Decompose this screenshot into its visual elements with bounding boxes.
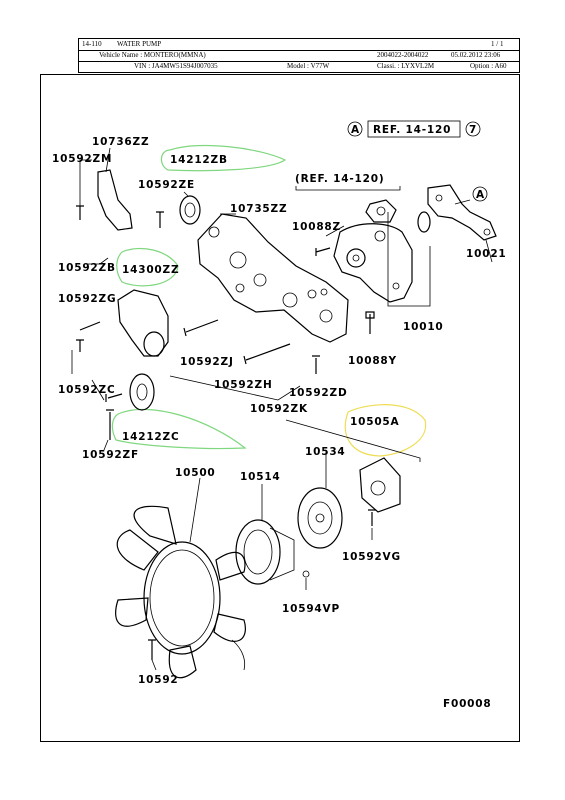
arrow-a — [454, 199, 471, 205]
o-ring — [417, 211, 431, 233]
highlight-14212zb — [160, 144, 287, 172]
part-label-10088z: 10088Z — [292, 221, 341, 233]
part-label-10592zh: 10592ZH — [214, 379, 273, 391]
idler-14212zb — [179, 195, 201, 225]
part-label-10534: 10534 — [305, 446, 346, 458]
ref-num-circle — [465, 121, 481, 137]
leader-10505a — [285, 419, 421, 462]
bolt-10592ze — [156, 211, 164, 228]
section-code: 14-110 — [82, 40, 102, 48]
part-label-14212zb: 14212ZB — [170, 154, 228, 166]
page-indicator: 1 / 1 — [491, 40, 504, 48]
part-label-10088y: 10088Y — [348, 355, 397, 367]
idler-14212zc — [129, 373, 155, 411]
classi: Classi. : LYXVL2M — [377, 62, 435, 70]
bolt-10592zf — [106, 409, 114, 440]
model: Model : V77W — [287, 62, 330, 70]
fan-10500 — [115, 505, 246, 679]
highlight-14300zz — [116, 247, 179, 287]
part-label-10594vp: 10594VP — [282, 603, 340, 615]
ref-box-number: 7 — [469, 124, 477, 136]
ref-a-small-circle — [472, 186, 488, 202]
part-label-10592vg: 10592VG — [342, 551, 401, 563]
ref-a-small-letter: A — [476, 189, 485, 201]
option: Option : A60 — [470, 62, 507, 70]
bolt-10592 — [148, 639, 156, 660]
ref-box-text: REF. 14-120 — [373, 124, 451, 136]
nut-10594vp — [302, 570, 310, 578]
hub-10505a — [359, 457, 401, 513]
bolt-10592vg — [368, 509, 376, 526]
part-label-10592zb: 10592ZB — [58, 262, 116, 274]
bolt-10592zh — [243, 343, 291, 365]
part-label-10735zz: 10735ZZ — [230, 203, 287, 215]
part-label-10592ze: 10592ZE — [138, 179, 195, 191]
vehicle-name: Vehicle Name : MONTERO(MMNA) — [99, 51, 206, 59]
part-label-10592: 10592 — [138, 674, 179, 686]
leader-10592zk — [169, 375, 301, 401]
bolt-10592zd — [312, 355, 320, 374]
vin: VIN : JA4MW51S94J007035 — [134, 62, 218, 70]
part-label-10592zm: 10592ZM — [52, 153, 112, 165]
water-pump — [333, 223, 413, 303]
ref-a-circle — [347, 121, 363, 137]
bolt-10088y — [365, 311, 375, 334]
part-label-10592zf: 10592ZF — [82, 449, 139, 461]
bracket-10736zz — [97, 169, 133, 231]
part-label-14300zz: 14300ZZ — [122, 264, 179, 276]
part-label-10505a: 10505A — [350, 416, 400, 428]
highlight-10505a — [344, 404, 427, 457]
ref-bracket — [295, 186, 401, 191]
ref-a-letter: A — [351, 124, 360, 136]
print-date: 05.02.2012 23:06 — [451, 51, 501, 59]
bracket-10010 — [387, 212, 431, 307]
part-label-10592zg: 10592ZG — [58, 293, 116, 305]
bolt-10592zg — [76, 321, 101, 352]
section-title: WATER PUMP — [117, 40, 162, 48]
ref-paren-label: (REF. 14-120) — [295, 173, 384, 185]
bolt-10592zc — [105, 393, 123, 402]
bolt-10088z — [315, 247, 331, 256]
gasket-small — [365, 199, 397, 223]
bolt-10592zj — [183, 319, 219, 337]
part-label-10592zj: 10592ZJ — [180, 356, 234, 368]
part-label-10736zz: 10736ZZ — [92, 136, 149, 148]
part-label-10592zk: 10592ZK — [250, 403, 308, 415]
part-label-14212zc: 14212ZC — [122, 431, 179, 443]
date-range: 2004022-2004022 — [377, 51, 429, 59]
part-label-10592zc: 10592ZC — [58, 384, 115, 396]
part-label-10010: 10010 — [403, 321, 444, 333]
pulley-10534 — [297, 487, 343, 549]
part-label-10021: 10021 — [466, 248, 507, 260]
ref-box — [367, 120, 461, 138]
tensioner-14300zz — [117, 289, 169, 357]
part-label-10514: 10514 — [240, 471, 281, 483]
bracket-10735zz — [197, 213, 349, 343]
part-label-10500: 10500 — [175, 467, 216, 479]
parts-header: 14-110 WATER PUMP 1 / 1 Vehicle Name : M… — [78, 38, 520, 73]
bolt-10592zm — [76, 205, 84, 220]
highlight-14212zc — [111, 408, 247, 450]
housing-10021 — [427, 184, 497, 241]
figure-code: F00008 — [443, 698, 492, 710]
part-label-10592zd: 10592ZD — [289, 387, 347, 399]
part-labels: 10736ZZ 10592ZM 14212ZB 10592ZE 10735ZZ 10088… — [52, 136, 507, 686]
diagram-frame — [40, 74, 520, 742]
